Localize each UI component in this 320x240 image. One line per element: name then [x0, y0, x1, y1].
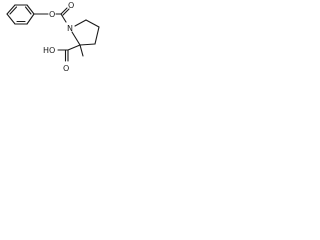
ring-bond	[6, 4, 16, 15]
ring-bond	[85, 19, 100, 28]
nitrogen-label: N	[67, 24, 73, 33]
ring-bond	[71, 31, 81, 46]
ester-oxygen-label: O	[49, 10, 55, 19]
benzene-ring	[6, 4, 35, 25]
hydroxyl-label: HO	[43, 46, 55, 55]
carboxyl-bond	[67, 44, 81, 51]
aromatic-double-bond	[9, 6, 18, 15]
carbonyl-oxygen-label: O	[68, 1, 74, 10]
ring-bond	[26, 13, 35, 25]
chemical-structure: O O N O HO	[6, 1, 100, 73]
ring-bond	[6, 13, 16, 25]
ring-bond	[79, 43, 96, 46]
aromatic-double-bond	[24, 6, 32, 15]
carbonyl-double-bond-second	[62, 8, 70, 16]
pyrrolidine-ring	[71, 19, 100, 46]
carbonyl-nitrogen-bond	[60, 13, 67, 23]
methyl-bond	[79, 44, 84, 57]
ring-bond	[94, 26, 100, 45]
ring-bond	[74, 19, 87, 27]
carboxyl-oxygen-label: O	[63, 64, 69, 73]
ring-bond	[26, 4, 35, 15]
carbonyl-double-bond	[60, 7, 68, 15]
